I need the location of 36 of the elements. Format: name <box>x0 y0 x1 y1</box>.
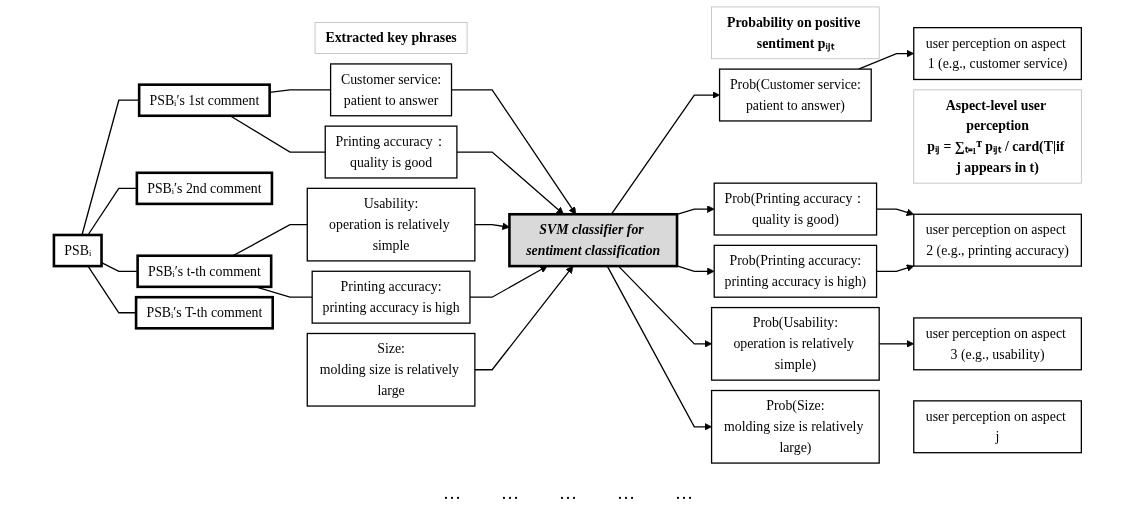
node-box: user perception on aspect j <box>913 400 1083 454</box>
node-box: PSBᵢ′s T-th comment <box>135 295 275 330</box>
node-box: user perception on aspect 1 (e.g., customer service) <box>913 27 1083 81</box>
node-box: Prob(Usability: operation is relatively simple) <box>711 306 881 381</box>
ellipsis-label: … <box>443 483 461 504</box>
node-box: Printing accuracy： quality is good <box>324 125 458 179</box>
node-box: user perception on aspect 3 (e.g., usability) <box>913 317 1083 371</box>
ellipsis-label: … <box>617 483 635 504</box>
node-box: Prob(Customer service: patient to answer) <box>719 68 873 122</box>
arrow <box>607 265 713 431</box>
node-box: PSBᵢ <box>53 233 104 268</box>
arrow <box>676 205 715 216</box>
arrow <box>858 49 915 70</box>
node-box: Size: molding size is relatively large <box>306 332 476 407</box>
node-box: PSBᵢ′s t-th comment <box>136 254 273 289</box>
arrow <box>876 208 915 216</box>
node-box: user perception on aspect 2 (e.g., printing accuracy) <box>913 213 1083 267</box>
node-box: Prob(Printing accuracy： quality is good) <box>713 182 878 236</box>
node-box: Extracted key phrases <box>314 22 468 54</box>
arrow <box>451 89 577 215</box>
node-box: Prob(Printing accuracy: printing accuracy is high) <box>713 244 878 298</box>
node-box: Customer service: patient to answer <box>330 63 453 117</box>
arrow <box>876 264 915 272</box>
node-box: Probability on positive sentiment pᵢⱼₜ <box>711 6 880 60</box>
ellipsis-label: … <box>675 483 693 504</box>
ellipsis-label: … <box>559 483 577 504</box>
node-box: Printing accuracy: printing accuracy is high <box>311 270 471 324</box>
arrow <box>618 265 713 348</box>
node-box: Aspect-level user perception pᵢⱼ = ∑ₜ₌₁ᵀ pᵢⱼₜ / card(T|if j appears in t) <box>913 89 1083 184</box>
node-box: PSBᵢ′s 1st comment <box>138 83 272 118</box>
node-box: Prob(Size: molding size is relatively large) <box>711 389 881 464</box>
node-box: PSBᵢ′s 2nd comment <box>135 171 274 206</box>
node-box: Usability: operation is relatively simple <box>306 187 476 262</box>
node-box: SVM classifier for sentiment classification <box>508 212 679 268</box>
ellipsis-label: … <box>501 483 519 504</box>
arrow <box>676 265 715 276</box>
